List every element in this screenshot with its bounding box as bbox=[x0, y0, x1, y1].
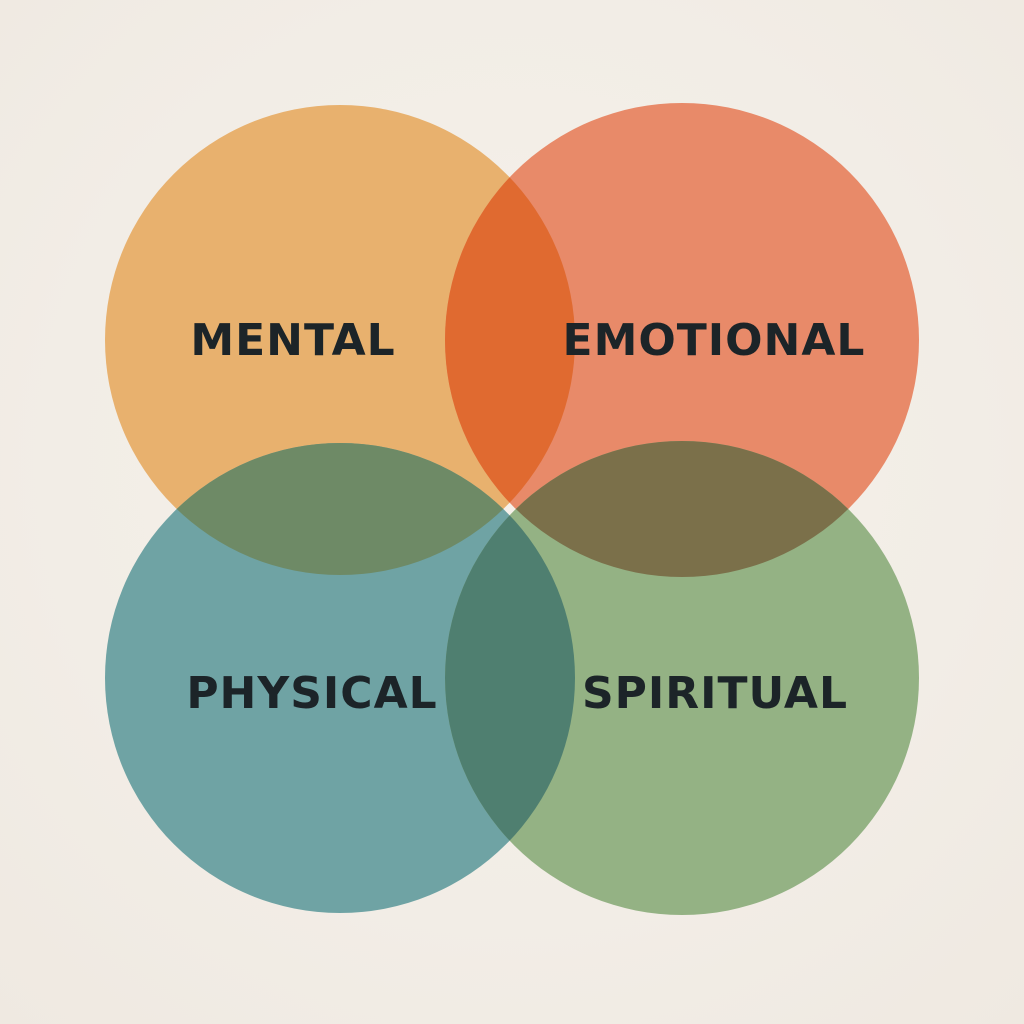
mental-circle bbox=[105, 105, 575, 575]
emotional-circle bbox=[445, 103, 919, 577]
physical-label: PHYSICAL bbox=[186, 668, 437, 719]
emotional-label: EMOTIONAL bbox=[563, 315, 866, 366]
physical-circle bbox=[105, 443, 575, 913]
spiritual-label: SPIRITUAL bbox=[582, 668, 848, 719]
mental-label: MENTAL bbox=[190, 315, 395, 366]
spiritual-circle bbox=[445, 441, 919, 915]
